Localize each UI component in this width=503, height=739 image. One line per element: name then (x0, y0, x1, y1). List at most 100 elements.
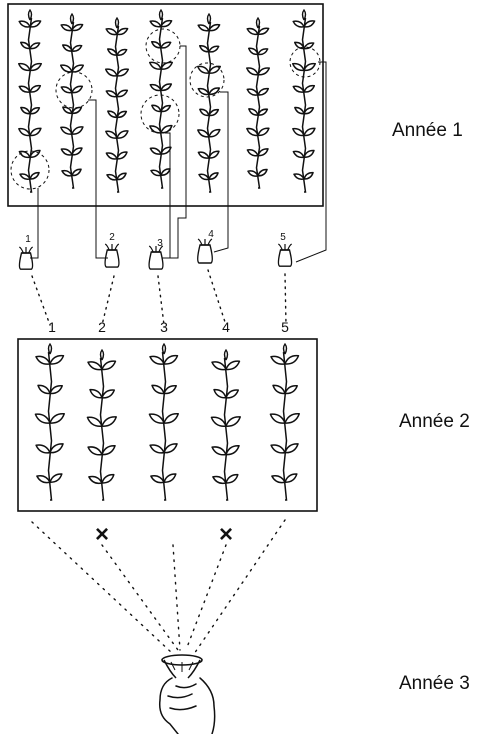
leaf (116, 89, 129, 98)
seed-bag-top (277, 243, 293, 251)
leaf (284, 384, 299, 395)
leaf (213, 388, 227, 399)
seed-bag-body (18, 252, 34, 270)
field2-column-4: 4 (222, 319, 230, 335)
leaf (293, 41, 305, 50)
leaf (257, 67, 271, 76)
plant-stem (223, 357, 229, 501)
leaf (149, 20, 162, 28)
plant-tip (301, 8, 307, 21)
leaf (20, 106, 31, 115)
plant (269, 342, 301, 501)
plant-stem (99, 357, 105, 501)
selection-arrow (168, 45, 187, 259)
leaf (17, 62, 31, 72)
leaf (149, 125, 162, 134)
leaf (149, 147, 162, 155)
leaf (208, 108, 220, 117)
seed-bag-top (104, 243, 120, 251)
leaf (29, 149, 41, 158)
leaf (59, 64, 73, 73)
leaf (71, 126, 84, 135)
leaf (292, 85, 305, 93)
leaf (148, 61, 162, 70)
leaf (197, 129, 210, 138)
leaf (104, 68, 118, 77)
plant-stem (161, 351, 167, 501)
leaf (34, 413, 51, 424)
leaf (105, 90, 118, 98)
bag-number-2: 2 (109, 232, 115, 243)
plant (148, 342, 180, 501)
selection-circle (10, 150, 50, 190)
plant (86, 348, 118, 501)
leaf (210, 416, 227, 428)
leaf (196, 65, 210, 74)
leaf (116, 130, 129, 139)
leaf (303, 62, 317, 72)
leaf (303, 149, 315, 158)
leaf (105, 28, 118, 36)
leaf (61, 169, 73, 177)
leaf (151, 384, 165, 395)
leaf (246, 149, 259, 157)
leaf (71, 168, 82, 177)
leaf (197, 151, 210, 159)
leaf (49, 384, 64, 395)
selection-circle (55, 71, 93, 109)
leaf (160, 19, 173, 28)
leaf (116, 151, 128, 160)
leaf (198, 44, 210, 53)
leaf (36, 475, 51, 484)
leaf (149, 83, 162, 92)
leaf (106, 173, 118, 181)
leaf (160, 41, 172, 49)
plant (59, 12, 85, 189)
leaf (225, 445, 240, 456)
seed-bag-icon (197, 238, 213, 264)
leaf (149, 355, 165, 365)
harvest-line (185, 544, 227, 651)
leaf (163, 473, 177, 483)
plant-stem (69, 21, 75, 189)
harvest-line (101, 544, 179, 651)
plant (148, 8, 174, 189)
selection-circle (189, 62, 225, 98)
leaf (197, 24, 210, 32)
plant-stem (206, 21, 212, 193)
field-year-1 (7, 3, 324, 207)
leaf (292, 127, 305, 137)
leaf (160, 83, 173, 92)
leaf (303, 84, 316, 93)
leaf (49, 354, 65, 365)
leaf (29, 107, 41, 115)
leaf (257, 87, 270, 96)
leaf (303, 107, 315, 115)
leaf (208, 65, 222, 74)
leaf (269, 413, 286, 424)
seed-bag-body (197, 244, 213, 264)
seed-bag-icon (18, 246, 34, 270)
bag-number-4: 4 (208, 229, 214, 240)
leaf (246, 88, 259, 96)
leaf (303, 171, 314, 180)
leaf (60, 24, 73, 32)
plant-tip (114, 16, 120, 29)
leaf (303, 42, 315, 50)
leaf (35, 355, 51, 365)
leaf (150, 475, 165, 484)
leaf (247, 170, 259, 177)
leaf (86, 416, 103, 428)
plant (291, 8, 317, 193)
leaf (87, 361, 103, 371)
selection-arrow (30, 188, 39, 259)
leaf (160, 104, 172, 113)
seed-bag-icon (277, 243, 293, 267)
leaf (71, 85, 84, 94)
seed-bag-top (18, 246, 34, 254)
seed-bag-body (277, 249, 293, 267)
leaf (106, 48, 118, 56)
leaf (163, 354, 179, 365)
